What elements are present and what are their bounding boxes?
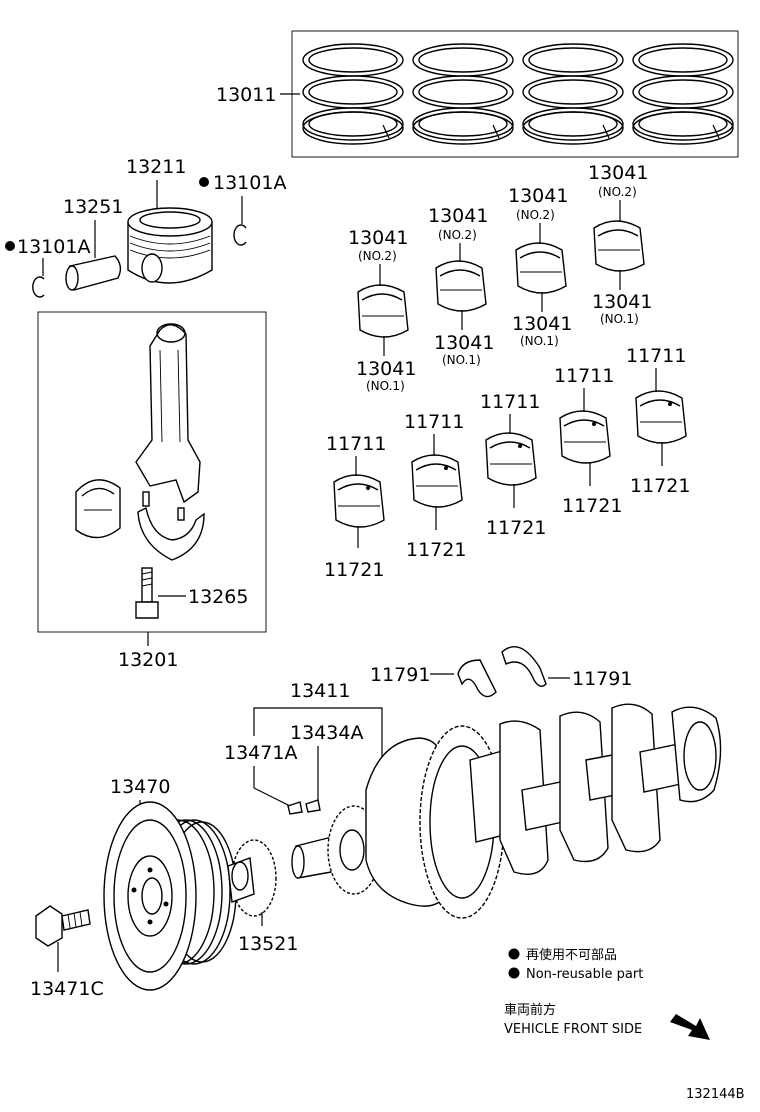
piston-pin	[69, 255, 122, 291]
bearing-shell	[635, 390, 687, 444]
bearing-shell	[333, 474, 385, 528]
connecting-rod-assembly: 13265 13201	[37, 311, 267, 671]
woodruff-key	[305, 799, 321, 813]
thrust-washer	[501, 646, 547, 687]
bearing-13041[interactable]: 13041	[508, 185, 568, 207]
bearing-shell	[559, 410, 611, 464]
part-13411[interactable]: 13411	[290, 680, 350, 702]
woodruff-key	[287, 801, 303, 815]
non-reusable-dot	[199, 177, 209, 187]
bearing-no2-label: (NO.2)	[358, 249, 397, 263]
crank-pulley-group: 13470 13471C 13521	[30, 776, 298, 1000]
ring-stack	[302, 43, 404, 145]
bearing-no2-label: (NO.2)	[598, 185, 637, 199]
bearing-13041[interactable]: 13041	[592, 291, 652, 313]
bearing-shell	[515, 242, 567, 294]
main-bearings: 11711 11721 11711 11721 11711 11721 11	[324, 345, 690, 581]
bearing-11711[interactable]: 11711	[326, 433, 386, 455]
bearing-13041[interactable]: 13041	[428, 205, 488, 227]
bearing-no1-label: (NO.1)	[600, 312, 639, 326]
part-11791-left[interactable]: 11791	[370, 664, 430, 686]
ring-stack	[632, 43, 734, 145]
part-13211[interactable]: 13211	[126, 156, 186, 178]
direction-jp: 車両前方	[504, 1002, 556, 1018]
thrust-washers: 11791 11791	[370, 646, 632, 698]
crank-web	[611, 703, 661, 853]
bearing-shell	[357, 284, 409, 338]
crankshaft: 13411 13434A 13471A	[224, 680, 722, 919]
crank-bearings-13041: 13041 (NO.2) 13041 (NO.1) 13041 (NO.2) 1…	[348, 162, 652, 393]
bearing-11721[interactable]: 11721	[562, 495, 622, 517]
bearing-no1-label: (NO.1)	[520, 334, 559, 348]
part-13251[interactable]: 13251	[63, 196, 123, 218]
piston-assembly: 13211 13251 13101A 13101A	[5, 156, 286, 298]
rod-bearing	[75, 479, 121, 539]
part-13471a[interactable]: 13471A	[224, 742, 297, 764]
vehicle-direction: 車両前方 VEHICLE FRONT SIDE	[504, 1002, 710, 1040]
con-rod-frame	[37, 311, 267, 633]
bearing-no1-label: (NO.1)	[442, 353, 481, 367]
legend-en: Non-reusable part	[526, 967, 643, 982]
bearing-no1-label: (NO.1)	[366, 379, 405, 393]
connecting-rod	[135, 324, 201, 504]
rod-cap	[137, 506, 205, 561]
bearing-13041[interactable]: 13041	[588, 162, 648, 184]
snap-ring	[233, 224, 247, 246]
bearing-11721[interactable]: 11721	[406, 539, 466, 561]
non-reusable-dot	[508, 948, 520, 960]
part-11791-right[interactable]: 11791	[572, 668, 632, 690]
bearing-11711[interactable]: 11711	[626, 345, 686, 367]
bearing-shell	[593, 220, 645, 272]
bearing-11711[interactable]: 11711	[480, 391, 540, 413]
bearing-11721[interactable]: 11721	[630, 475, 690, 497]
bearing-shell	[485, 432, 537, 486]
part-13201[interactable]: 13201	[118, 649, 178, 671]
bearing-13041[interactable]: 13041	[356, 358, 416, 380]
diagram-id: 132144B	[686, 1087, 745, 1102]
bearing-no2-label: (NO.2)	[438, 228, 477, 242]
part-13470[interactable]: 13470	[110, 776, 170, 798]
bearing-11721[interactable]: 11721	[324, 559, 384, 581]
crank-web	[559, 711, 609, 863]
part-13471c[interactable]: 13471C	[30, 978, 104, 1000]
bearing-13041[interactable]: 13041	[348, 227, 408, 249]
part-13265[interactable]: 13265	[188, 586, 248, 608]
non-reusable-dot	[508, 967, 520, 979]
bearing-13041[interactable]: 13041	[512, 313, 572, 335]
non-reusable-dot	[5, 241, 15, 251]
bearing-13041[interactable]: 13041	[434, 332, 494, 354]
bearing-shell	[411, 454, 463, 508]
bearing-11711[interactable]: 11711	[554, 365, 614, 387]
snap-ring	[32, 276, 45, 298]
thrust-washer	[457, 659, 497, 698]
bearing-11711[interactable]: 11711	[404, 411, 464, 433]
bearing-11721[interactable]: 11721	[486, 517, 546, 539]
bearing-no2-label: (NO.2)	[516, 208, 555, 222]
pulley-bolt	[35, 905, 63, 947]
legend-jp: 再使用不可部品	[526, 947, 617, 963]
direction-en: VEHICLE FRONT SIDE	[504, 1022, 642, 1037]
ring-stack	[412, 43, 514, 145]
part-13101a-top[interactable]: 13101A	[213, 172, 286, 194]
front-arrow-icon	[670, 1014, 710, 1040]
crank-rear-flange	[671, 706, 722, 803]
ring-stack	[522, 43, 624, 145]
piston-ring-set: 13011	[216, 30, 739, 158]
bearing-shell	[435, 260, 487, 312]
legend: 再使用不可部品 Non-reusable part	[508, 947, 643, 982]
part-13101a-left[interactable]: 13101A	[17, 236, 90, 258]
part-13521[interactable]: 13521	[238, 933, 298, 955]
part-13011[interactable]: 13011	[216, 84, 276, 106]
part-13434a[interactable]: 13434A	[290, 722, 363, 744]
